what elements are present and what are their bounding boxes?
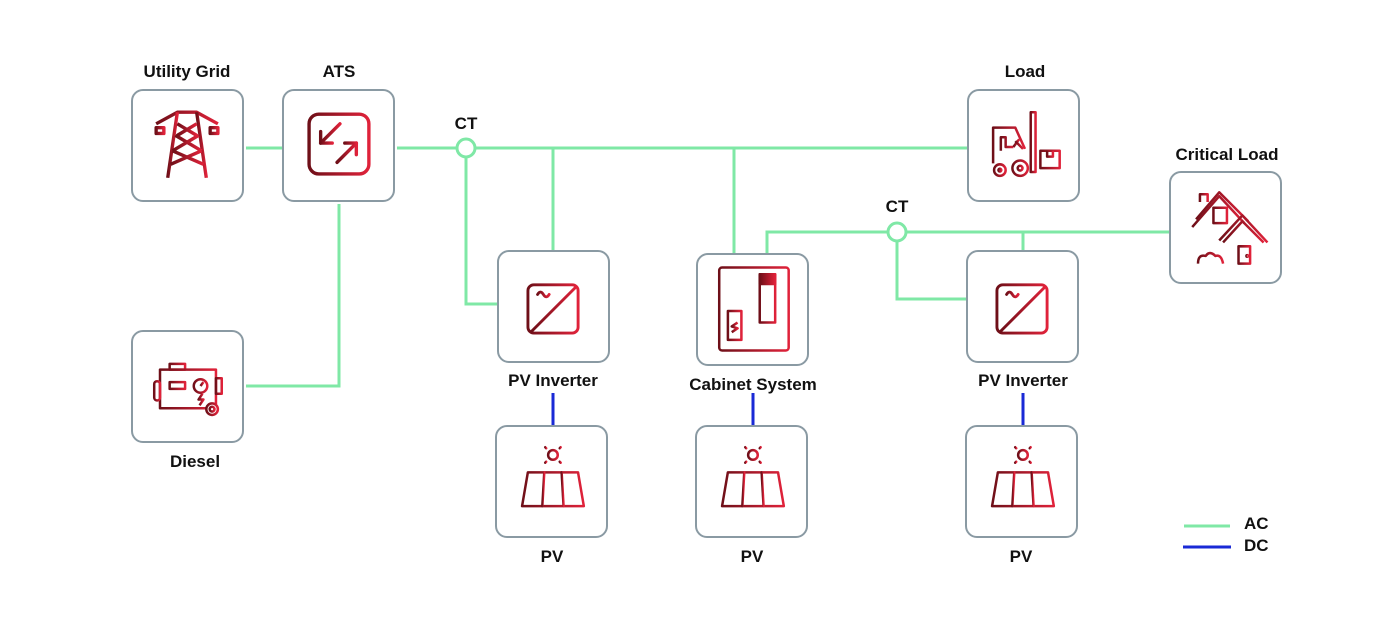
legend-dc-label: DC [1244,536,1269,555]
diesel-label: Diesel [169,452,221,471]
load-node[interactable] [967,89,1080,202]
pv-3-node[interactable] [965,425,1078,538]
pv-1-label: PV [540,547,564,566]
utility-grid-node[interactable] [131,89,244,202]
ct-sensor-2 [886,221,908,243]
critical-load-node[interactable] [1169,171,1282,284]
cabinet-system-label: Cabinet System [689,375,817,394]
ac-line-cabinet-backup-bus [765,230,888,253]
legend-ac-label: AC [1244,514,1269,533]
pv-2-label: PV [740,547,764,566]
ct-sensor-1 [455,137,477,159]
solar-panel-icon [720,442,786,519]
pv-3-label: PV [1009,547,1033,566]
battery-cabinet-icon [717,266,790,352]
critical-load-label: Critical Load [1175,145,1279,164]
pv-inverter-2-node[interactable] [966,250,1079,363]
ats-label: ATS [322,62,356,81]
inverter-icon [526,283,580,335]
solar-panel-icon [520,442,586,519]
diesel-node[interactable] [131,330,244,443]
diesel-generator-icon [152,362,223,417]
ac-line-ct2-inverter2 [895,241,966,301]
pv-1-node[interactable] [495,425,608,538]
transmission-tower-icon [154,110,220,180]
utility-grid-label: Utility Grid [143,62,231,81]
ct-label-1: CT [454,114,478,133]
transfer-switch-icon [307,112,371,176]
cabinet-system-node[interactable] [696,253,809,366]
house-icon [1191,191,1269,265]
pv-inverter-1-label: PV Inverter [508,371,598,390]
ac-line-ats-diesel [246,204,341,388]
solar-panel-icon [990,442,1056,519]
pv-2-node[interactable] [695,425,808,538]
ac-line-ct1-inverter1 [464,157,497,306]
pv-inverter-2-label: PV Inverter [978,371,1068,390]
load-label: Load [1004,62,1046,81]
forklift-icon [991,110,1062,178]
ats-node[interactable] [282,89,395,202]
ct-label-2: CT [885,197,909,216]
inverter-icon [995,283,1049,335]
pv-inverter-1-node[interactable] [497,250,610,363]
